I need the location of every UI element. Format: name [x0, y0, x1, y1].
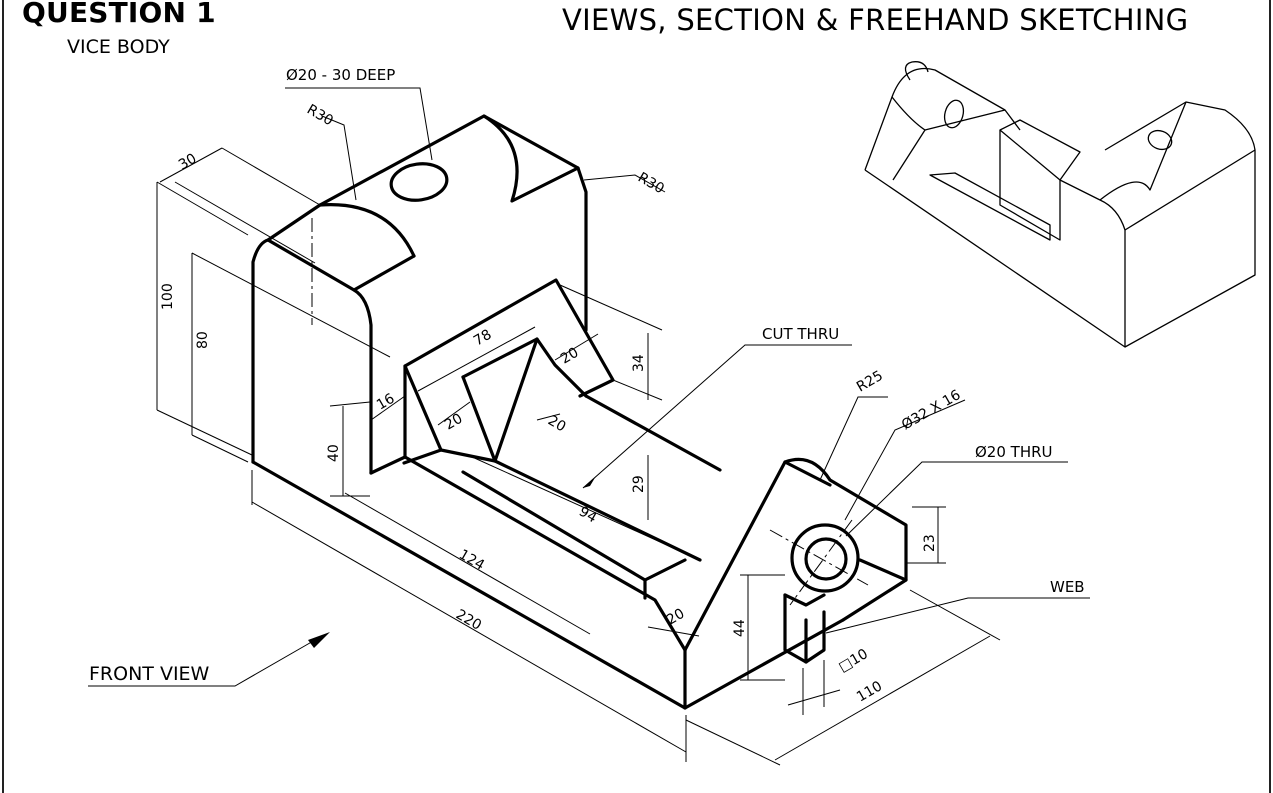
label-front-view: FRONT VIEW	[89, 663, 210, 685]
label-124: 124	[456, 547, 487, 574]
label-78: 78	[471, 327, 494, 350]
label-94: 94	[576, 504, 600, 527]
label-r30-right: R30	[635, 170, 667, 198]
sheet-title: VIEWS, SECTION & FREEHAND SKETCHING	[562, 3, 1189, 37]
label-hole-top: Ø20 - 30 DEEP	[286, 66, 395, 84]
vice-body-outline	[251, 114, 908, 710]
label-110: 110	[854, 678, 885, 705]
label-44: 44	[732, 619, 748, 637]
label-29: 29	[631, 475, 647, 493]
question-number: QUESTION 1	[22, 0, 216, 29]
arrowheads	[308, 476, 596, 648]
label-20-small: 20	[545, 413, 568, 436]
label-boss: Ø32 X 16	[899, 387, 963, 433]
label-cut-thru: CUT THRU	[762, 325, 839, 343]
label-220: 220	[453, 607, 484, 634]
label-20-top: 20	[558, 345, 581, 368]
dimension-lines	[88, 87, 1090, 766]
label-web: WEB	[1050, 578, 1085, 596]
label-hole-thru: Ø20 THRU	[975, 443, 1053, 461]
pictorial-sketch	[864, 61, 1256, 348]
label-34: 34	[631, 354, 647, 372]
sheet-border-left	[2, 0, 4, 793]
label-100: 100	[160, 283, 176, 310]
dimension-labels: Ø20 - 30 DEEP R30 R30 30 100 80 78 20 34…	[89, 66, 1085, 705]
label-16: 16	[374, 391, 398, 414]
label-80: 80	[195, 331, 211, 349]
label-20-left: 20	[442, 411, 465, 434]
label-30: 30	[176, 151, 199, 174]
label-40: 40	[326, 444, 342, 462]
label-r25: R25	[854, 368, 886, 396]
sheet-border-right	[1269, 0, 1271, 793]
part-name: VICE BODY	[67, 36, 170, 58]
label-20-right: 20	[664, 606, 687, 629]
label-r30-left: R30	[304, 102, 336, 130]
label-10: □10	[836, 646, 871, 675]
label-23: 23	[922, 534, 938, 552]
